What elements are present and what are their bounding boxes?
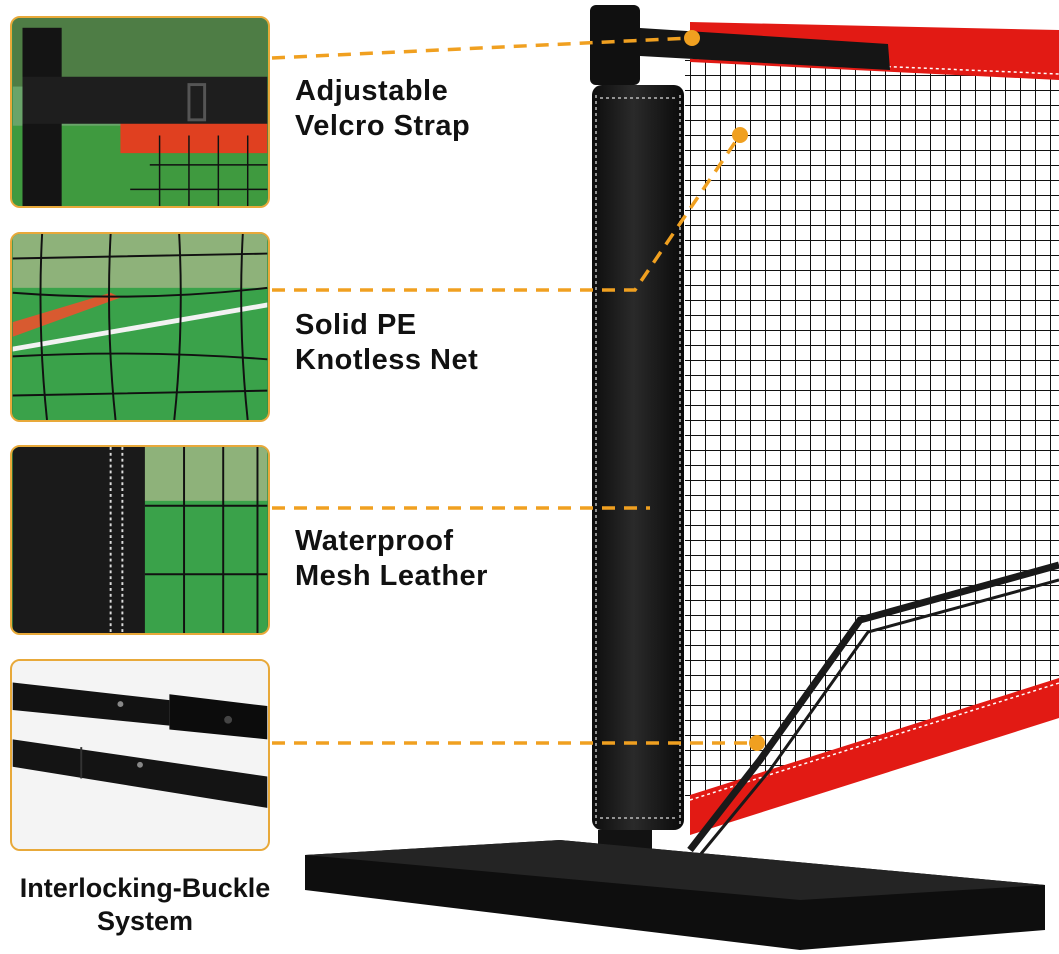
interlocking-buckle-photo xyxy=(12,661,268,849)
callout-line-net xyxy=(272,134,742,292)
feature-label-line: System xyxy=(96,906,194,936)
feature-label-mesh: Waterproof Mesh Leather xyxy=(295,524,488,594)
net-top-band xyxy=(690,22,1059,80)
base-bar xyxy=(305,840,1045,950)
frame-rod xyxy=(687,561,1059,853)
mesh-leather-photo xyxy=(12,447,268,633)
feature-label-buckle: Interlocking-Buckle System xyxy=(0,872,290,938)
feature-label-line: Adjustable xyxy=(295,75,449,107)
feature-label-line: Solid PE xyxy=(295,309,417,341)
mesh-leather-thumbnail xyxy=(10,445,270,635)
feature-label-line: Mesh Leather xyxy=(295,560,488,592)
velcro-strap-thumbnail xyxy=(10,16,270,208)
knotless-net-thumbnail xyxy=(10,232,270,422)
feature-label-line: Waterproof xyxy=(295,525,454,557)
interlocking-buckle-thumbnail xyxy=(10,659,270,851)
callout-dot-net xyxy=(732,127,748,143)
post-sleeve xyxy=(592,85,684,830)
velcro-strap-photo xyxy=(12,18,268,206)
post-cap xyxy=(590,5,640,85)
velcro-strap xyxy=(640,28,890,70)
callout-line-velcro xyxy=(271,36,691,60)
feature-label-line: Velcro Strap xyxy=(295,110,471,142)
callout-dot-velcro xyxy=(684,30,700,46)
net-bottom-band xyxy=(690,678,1059,835)
callout-dot-buckle xyxy=(749,735,765,751)
knotless-net-photo xyxy=(12,234,268,420)
net-mesh xyxy=(685,50,1059,810)
feature-label-line: Interlocking-Buckle xyxy=(19,873,271,903)
feature-label-net: Solid PE Knotless Net xyxy=(295,308,478,378)
feature-label-velcro: Adjustable Velcro Strap xyxy=(295,74,470,144)
feature-label-line: Knotless Net xyxy=(295,344,479,376)
